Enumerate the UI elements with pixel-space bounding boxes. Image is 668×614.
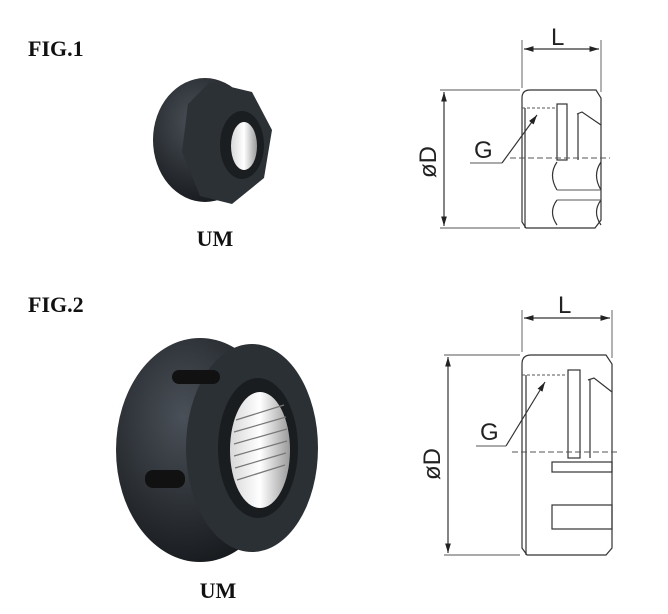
fig1-thread-label: G: [474, 137, 493, 164]
fig2-product-label: UM: [199, 578, 237, 603]
fig2-nut-photo: [116, 338, 318, 562]
fig2-dimension-drawing: L øD G: [419, 292, 620, 556]
fig1-dimension-drawing: L øD G: [415, 24, 610, 229]
fig2-thread-label: G: [480, 419, 499, 446]
fig2-length-label: L: [558, 292, 571, 319]
fig2-title: FIG.2: [28, 292, 84, 317]
fig1-product-label: UM: [196, 226, 234, 251]
fig1-nut-photo: [153, 78, 272, 204]
fig1-title: FIG.1: [28, 36, 84, 61]
fig1-diameter-label: øD: [415, 146, 442, 178]
fig1-length-label: L: [551, 24, 564, 51]
fig2-diameter-label: øD: [419, 448, 446, 480]
